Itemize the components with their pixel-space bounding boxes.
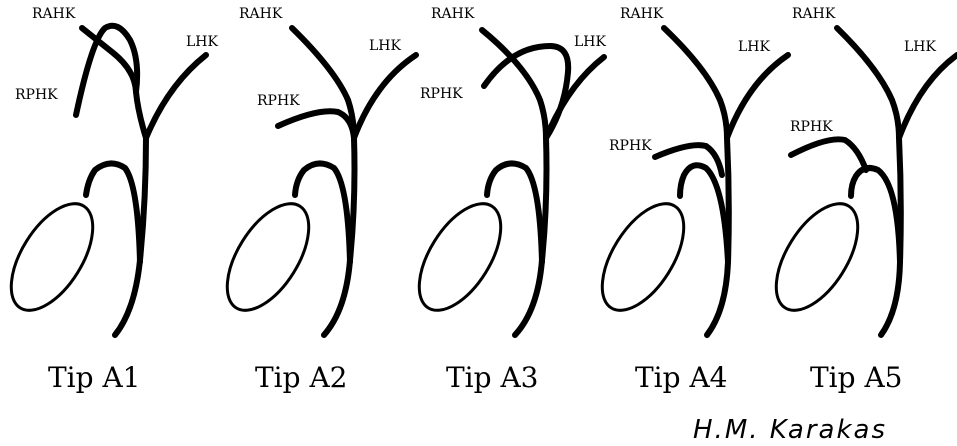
panel-title: Tip A3 <box>446 361 539 394</box>
right-posterior-hepatic-duct <box>788 136 869 173</box>
label-lhk: LHK <box>369 38 402 54</box>
right-anterior-hepatic-duct <box>289 25 357 141</box>
right-posterior-hepatic-duct <box>275 108 357 141</box>
label-rahk: RAHK <box>620 6 664 22</box>
panel-title: Tip A1 <box>48 361 141 394</box>
label-lhk: LHK <box>186 34 219 50</box>
right-anterior-hepatic-duct <box>479 27 549 141</box>
right-posterior-hepatic-duct <box>652 142 725 178</box>
right-posterior-hepatic-duct <box>73 22 141 118</box>
cystic-duct <box>83 160 143 265</box>
panel-title: Tip A5 <box>810 361 903 394</box>
panel-tip-a4: RAHK LHK RPHK Tip A4 <box>600 6 791 394</box>
label-rphk: RPHK <box>420 86 463 102</box>
panel-tip-a3: RAHK LHK RPHK Tip A3 <box>417 6 607 394</box>
panel-title: Tip A4 <box>635 361 728 394</box>
gallbladder <box>600 202 686 312</box>
gallbladder <box>417 202 503 312</box>
cystic-duct <box>484 160 545 265</box>
gallbladder <box>9 202 95 312</box>
gallbladder <box>225 202 311 312</box>
label-rahk: RAHK <box>239 6 283 22</box>
label-rphk: RPHK <box>15 87 58 103</box>
label-rahk: RAHK <box>32 6 76 22</box>
left-hepatic-duct <box>143 52 209 141</box>
panel-tip-a2: RAHK LHK RPHK Tip A2 <box>225 6 419 394</box>
label-rphk: RPHK <box>609 138 652 154</box>
right-anterior-hepatic-duct <box>834 25 902 141</box>
label-lhk: LHK <box>904 39 937 55</box>
right-anterior-hepatic-duct <box>133 89 149 141</box>
cystic-duct <box>292 160 353 265</box>
label-rahk: RAHK <box>431 6 475 22</box>
left-hepatic-duct <box>351 52 419 141</box>
right-anterior-hepatic-duct <box>661 25 730 141</box>
left-hepatic-duct <box>896 52 957 141</box>
panel-tip-a5: RAHK LHK RPHK Tip A5 <box>774 6 957 394</box>
author-credit: H.M. Karakas <box>693 415 887 445</box>
cystic-duct <box>848 165 903 265</box>
cystic-duct <box>677 162 731 265</box>
label-lhk: LHK <box>738 39 771 55</box>
panel-tip-a1: RAHK LHK RPHK Tip A1 <box>9 6 219 394</box>
gallbladder <box>774 202 860 312</box>
label-rahk: RAHK <box>792 6 836 22</box>
label-rphk: RPHK <box>790 119 833 135</box>
label-lhk: LHK <box>574 34 607 50</box>
panel-title: Tip A2 <box>255 361 348 394</box>
left-hepatic-duct <box>724 52 791 141</box>
label-rphk: RPHK <box>257 93 300 109</box>
right-posterior-hepatic-duct <box>481 43 572 141</box>
